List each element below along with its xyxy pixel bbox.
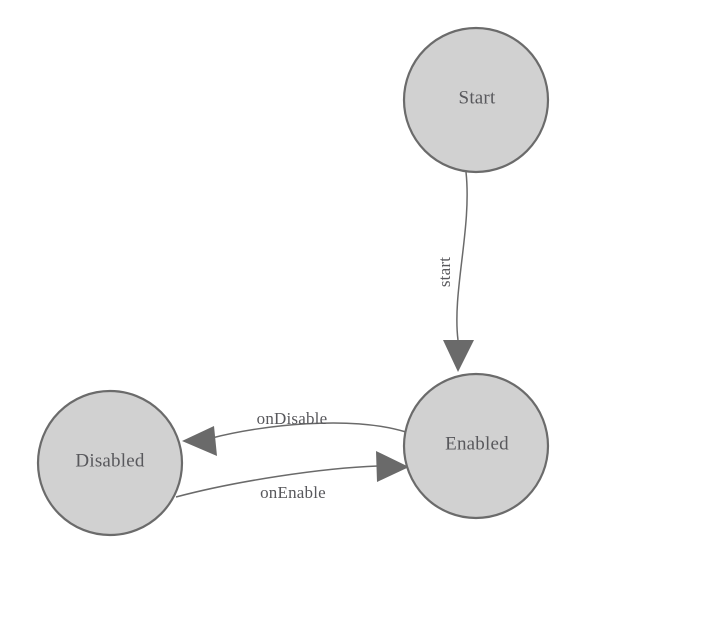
state-node-start-label: Start bbox=[459, 87, 496, 108]
edge-disabled-to-enabled-path bbox=[175, 465, 379, 498]
state-node-disabled[interactable]: Disabled bbox=[36, 389, 184, 537]
edge-disabled-to-enabled-label: onEnable bbox=[260, 483, 326, 502]
state-node-enabled-circle bbox=[402, 372, 550, 520]
state-node-enabled-label: Enabled bbox=[445, 433, 509, 454]
edge-enabled-to-disabled[interactable]: onDisable bbox=[182, 409, 407, 456]
edge-enabled-to-disabled-arrowhead bbox=[182, 426, 217, 456]
edge-enabled-to-disabled-label: onDisable bbox=[257, 409, 328, 428]
edge-disabled-to-enabled-arrowhead bbox=[376, 451, 409, 482]
edge-disabled-to-enabled[interactable]: onEnable bbox=[175, 451, 409, 502]
state-node-start-circle bbox=[402, 26, 550, 174]
edge-start-to-enabled[interactable]: start bbox=[435, 171, 474, 372]
state-node-enabled[interactable]: Enabled bbox=[402, 372, 550, 520]
edge-start-to-enabled-label: start bbox=[435, 257, 454, 287]
edge-start-to-enabled-path bbox=[456, 171, 468, 341]
edge-start-to-enabled-arrowhead bbox=[443, 340, 474, 372]
state-node-start[interactable]: Start bbox=[402, 26, 550, 174]
edge-enabled-to-disabled-path bbox=[211, 422, 407, 439]
state-node-disabled-circle bbox=[36, 389, 184, 537]
state-node-disabled-label: Disabled bbox=[75, 450, 144, 471]
